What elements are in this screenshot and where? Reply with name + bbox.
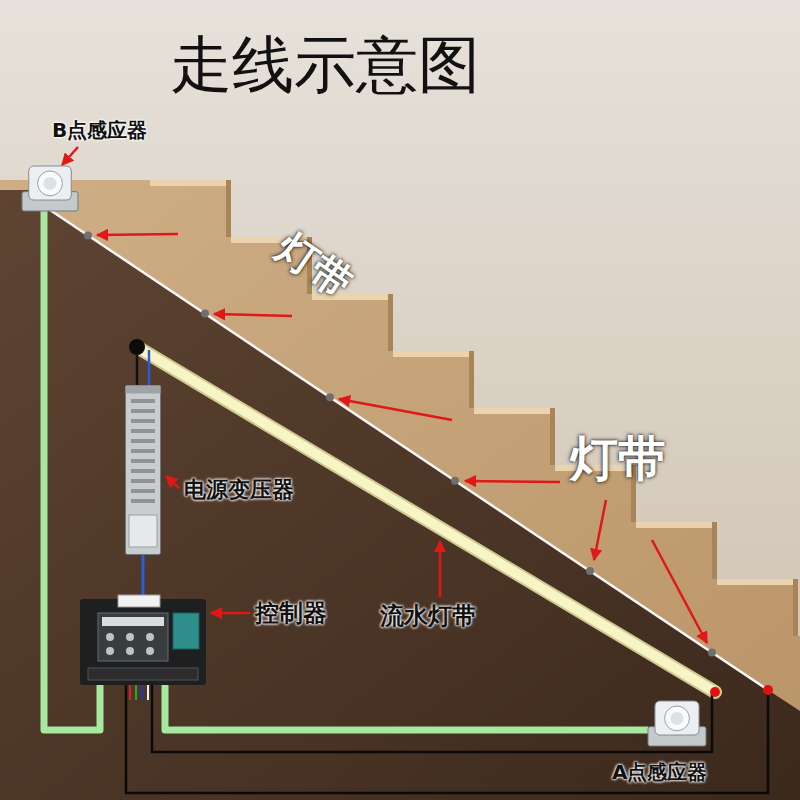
vent-slot	[131, 499, 155, 503]
controller-knob	[106, 647, 114, 655]
strip-dot	[326, 393, 334, 401]
leader-arrow	[211, 612, 250, 615]
flow-strip-label: 流水灯带	[380, 602, 476, 631]
stair-riser	[226, 180, 231, 237]
flow-strip	[137, 347, 715, 692]
sensor-lens-core	[44, 177, 57, 190]
transformer-icon	[125, 385, 161, 555]
strip-dot	[201, 310, 209, 318]
controller-face	[98, 613, 168, 661]
connection-dot	[763, 685, 773, 695]
sensor-lens	[665, 706, 690, 731]
vent-slot	[131, 479, 155, 483]
sensor-box: A点感应器	[648, 700, 706, 746]
stair-tread	[636, 522, 717, 528]
controller-lead	[147, 685, 149, 700]
stair-tread	[717, 579, 798, 585]
black-wire	[126, 685, 768, 793]
stair-riser	[793, 579, 798, 636]
stair-riser	[388, 294, 393, 351]
controller-terminal	[118, 595, 160, 607]
power-wire	[142, 555, 145, 595]
vent-slot	[131, 489, 155, 493]
sensor-lens	[38, 171, 63, 196]
stair-tread	[393, 351, 474, 357]
controller-knob	[126, 633, 134, 641]
strip-dot	[451, 477, 459, 485]
flow-strip-outline	[137, 347, 715, 692]
controller-strip	[102, 617, 164, 626]
stair-riser	[712, 522, 717, 579]
device-label: B点感应器	[52, 118, 147, 142]
strip-dot	[84, 231, 92, 239]
controller-module	[173, 613, 199, 649]
controller-box: 控制器	[80, 595, 206, 685]
leader-arrow	[439, 541, 442, 597]
leader-arrow	[214, 314, 292, 316]
leader-arrow	[465, 481, 560, 482]
black-wire	[136, 350, 139, 385]
stair-riser	[469, 351, 474, 408]
black-wire	[152, 685, 712, 752]
controller-lead	[129, 685, 131, 700]
leader-arrow	[339, 399, 452, 420]
leader-arrow	[166, 476, 179, 488]
device-label: 控制器	[255, 599, 327, 628]
diagram-title: 走线示意图	[170, 28, 480, 102]
controller-knob	[126, 647, 134, 655]
controller-knob	[146, 633, 154, 641]
vent-slot	[131, 439, 155, 443]
transformer-plate	[129, 515, 157, 547]
power-supply-box: 电源变压器	[125, 385, 161, 555]
strip-end-dot	[129, 339, 145, 355]
strip-dot	[708, 649, 716, 657]
leader-arrow	[97, 234, 178, 235]
stair-steps	[0, 180, 800, 800]
controller-icon	[80, 595, 206, 685]
sensor-icon	[22, 165, 78, 211]
connection-dot	[710, 687, 720, 697]
controller-knob	[146, 647, 154, 655]
strip-dot	[586, 567, 594, 575]
device-label: 电源变压器	[184, 477, 294, 503]
controller-body	[80, 599, 206, 685]
leader-arrow	[594, 500, 606, 560]
vent-slot	[131, 449, 155, 453]
vent-slot	[131, 399, 155, 403]
stair-riser	[550, 408, 555, 465]
dark-wood-wall	[0, 190, 800, 800]
sensor-icon	[648, 700, 706, 746]
sensor-body	[655, 701, 699, 735]
sensor-wire	[165, 685, 648, 730]
leader-arrow	[652, 540, 707, 643]
light-strip-line	[50, 210, 768, 690]
controller-lead	[141, 685, 143, 700]
vent-slot	[131, 459, 155, 463]
device-label: A点感应器	[612, 760, 707, 784]
controller-lead	[135, 685, 137, 700]
vent-slot	[131, 419, 155, 423]
stair-tread	[150, 180, 231, 186]
leader-arrow	[62, 147, 78, 165]
sensor-lens-core	[671, 712, 684, 725]
stair-tread	[474, 408, 555, 414]
vent-slot	[131, 429, 155, 433]
controller-terminal-strip	[88, 668, 198, 680]
blue-wire	[148, 350, 151, 385]
transformer-cap	[126, 386, 161, 394]
transformer-body	[126, 386, 161, 555]
sensor-box: B点感应器	[22, 165, 78, 211]
sensor-body	[29, 166, 72, 200]
controller-knob	[106, 633, 114, 641]
vent-slot	[131, 469, 155, 473]
vent-slot	[131, 409, 155, 413]
strip-label: 灯带	[570, 430, 666, 488]
